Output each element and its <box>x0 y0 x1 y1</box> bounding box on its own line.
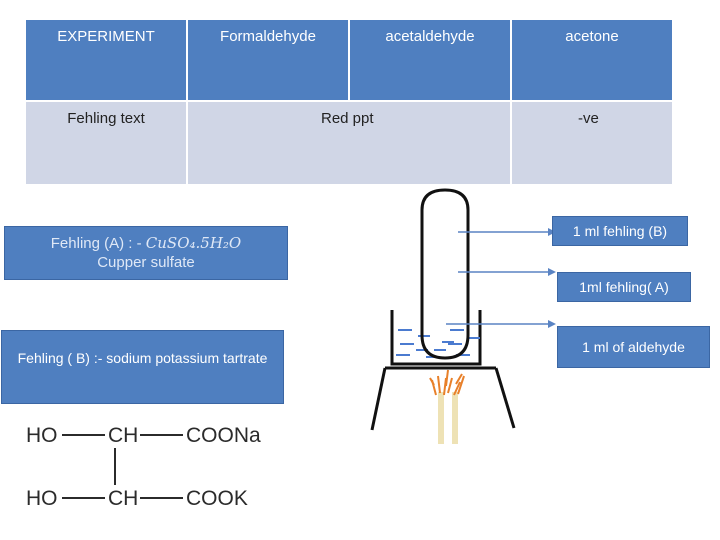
stand-right-leg <box>494 367 516 429</box>
structure-top-ch: CH <box>108 424 139 447</box>
fehling-a-label: Fehling (A) : - <box>50 235 142 252</box>
header-acetone: acetone <box>512 20 672 100</box>
fehling-a-name: Cupper sulfate <box>97 254 195 271</box>
burner-right <box>452 392 458 444</box>
header-formaldehyde: Formaldehyde <box>188 20 348 100</box>
structure-bottom-ch: CH <box>108 487 139 510</box>
stand-left-leg <box>370 367 387 431</box>
label-fehling-a: 1ml fehling( A) <box>557 272 691 302</box>
structure-bottom-ho: HO <box>26 487 58 510</box>
fehling-b-text: Fehling ( B) :- sodium potassium tartrat… <box>17 350 268 366</box>
structure-top-coona: COONa <box>186 424 261 447</box>
row-experiment: Fehling text <box>26 102 186 184</box>
fehling-b-box: Fehling ( B) :- sodium potassium tartrat… <box>1 330 284 404</box>
comparison-table: EXPERIMENT Formaldehyde acetaldehyde ace… <box>26 20 672 184</box>
fehling-a-formula: CuSO₄.5H₂O <box>145 234 242 252</box>
test-tube <box>420 188 470 360</box>
flame <box>429 369 465 396</box>
row-formaldehyde-result: Red ppt <box>188 102 510 184</box>
structure-top-ho: HO <box>26 424 58 447</box>
burner-left <box>438 392 444 444</box>
fehling-a-box: Fehling (A) : - CuSO₄.5H₂O Cupper sulfat… <box>4 226 288 280</box>
row-acetone-result: -ve <box>512 102 672 184</box>
label-aldehyde: 1 ml of aldehyde <box>557 326 710 368</box>
label-fehling-b: 1 ml fehling (B) <box>552 216 688 246</box>
header-experiment: EXPERIMENT <box>26 20 186 100</box>
structure-bottom-cook: COOK <box>186 487 248 510</box>
header-acetaldehyde: acetaldehyde <box>350 20 510 100</box>
